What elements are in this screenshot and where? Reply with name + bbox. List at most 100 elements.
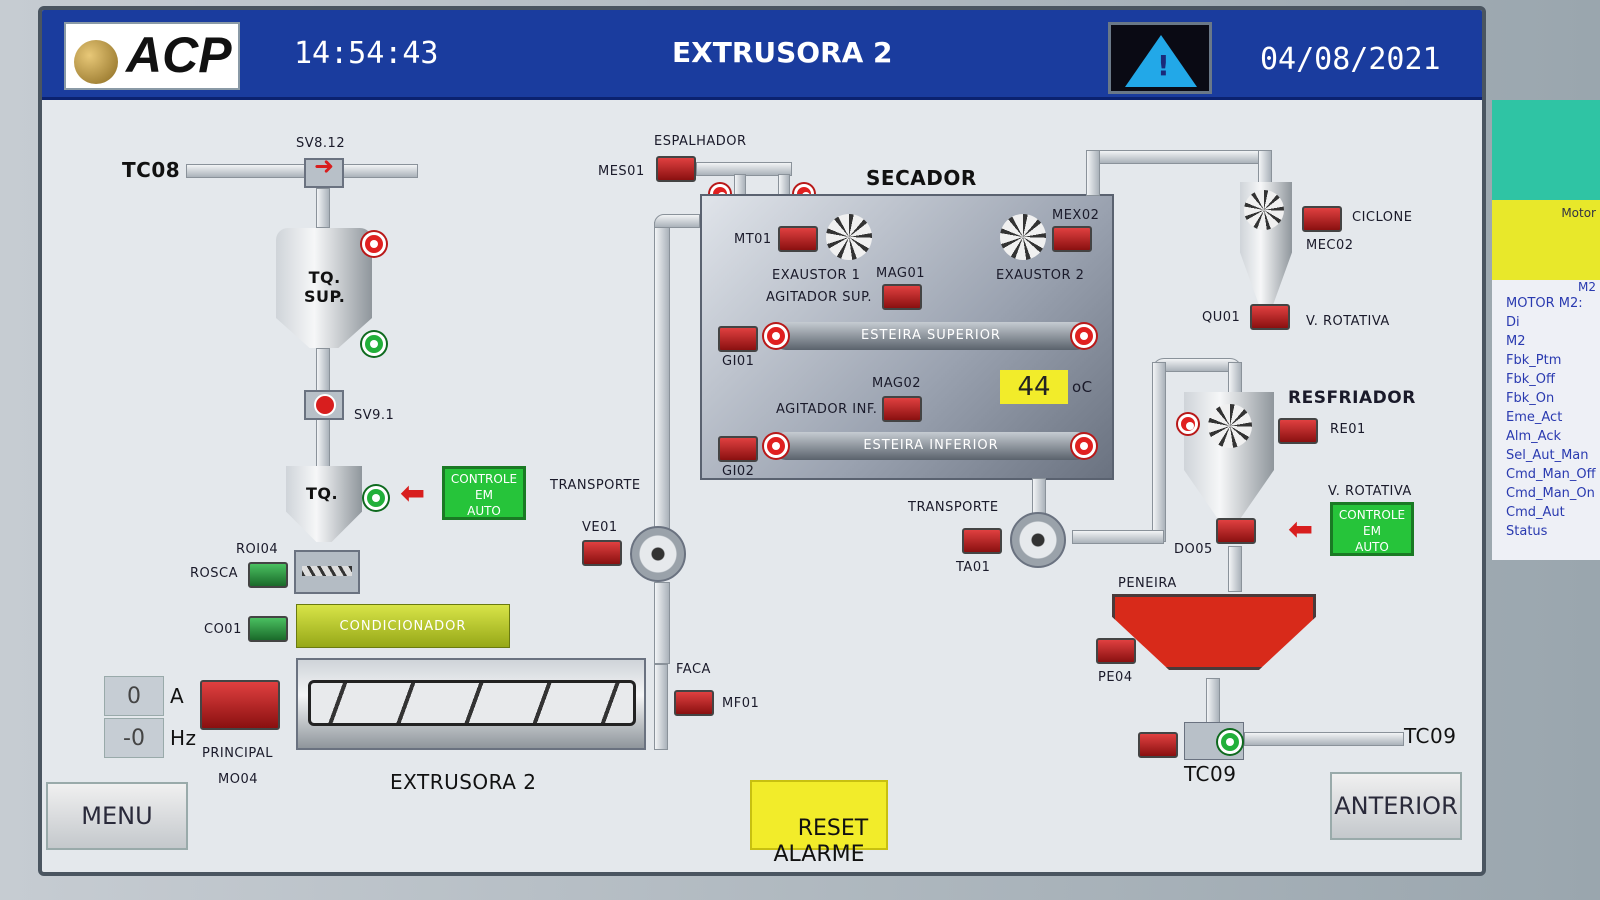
- pe04-label: PE04: [1098, 670, 1133, 685]
- do05-pipe: [1228, 546, 1242, 592]
- mo04-label: MO04: [218, 772, 258, 787]
- transporte2-label: TRANSPORTE: [908, 500, 999, 515]
- mec02-motor[interactable]: [1302, 206, 1342, 232]
- sv91-valve[interactable]: [304, 390, 344, 420]
- transporte-riser: [654, 222, 670, 542]
- do05-label: DO05: [1174, 542, 1213, 557]
- esteira-inferior-right-valve[interactable]: [1072, 434, 1096, 458]
- ciclone-label: CICLONE: [1352, 210, 1413, 225]
- tq-sup-top-valve[interactable]: [362, 232, 386, 256]
- esteira-superior-right-valve[interactable]: [1072, 324, 1096, 348]
- resfriador-valve[interactable]: [1178, 414, 1198, 434]
- tc08-label: TC08: [122, 158, 181, 182]
- side-list-item: M2: [1506, 334, 1526, 349]
- rosca-screw: [294, 550, 360, 594]
- re01-label: RE01: [1330, 422, 1366, 437]
- side-list-item: Fbk_On: [1506, 391, 1555, 406]
- tq-valve[interactable]: [364, 486, 388, 510]
- gi01-motor[interactable]: [718, 326, 758, 352]
- co01-label: CO01: [204, 622, 242, 637]
- extrusora-screw: [308, 680, 636, 726]
- condicionador[interactable]: CONDICIONADOR: [296, 604, 510, 648]
- mag02-motor[interactable]: [882, 396, 922, 422]
- esteira-inferior-left-valve[interactable]: [764, 434, 788, 458]
- mag01-motor[interactable]: [882, 284, 922, 310]
- v-rotativa2-label: V. ROTATIVA: [1328, 484, 1412, 499]
- rosca-label: ROSCA: [190, 566, 238, 581]
- extrusora-body: [296, 658, 646, 750]
- peneira-out-pipe: [1206, 678, 1220, 724]
- alarm-indicator[interactable]: !: [1108, 22, 1212, 94]
- tc09-motor[interactable]: [1138, 732, 1178, 758]
- rosca-motor[interactable]: [248, 562, 288, 588]
- anterior-button[interactable]: ANTERIOR: [1330, 772, 1462, 840]
- do05-arrow-icon: ⬅: [1288, 512, 1314, 547]
- do05-motor[interactable]: [1216, 518, 1256, 544]
- side-list-item: Eme_Act: [1506, 410, 1563, 425]
- mes01-motor[interactable]: [656, 156, 696, 182]
- anterior-button-label: ANTERIOR: [1334, 792, 1458, 820]
- ve01-motor[interactable]: [582, 540, 622, 566]
- co01-motor[interactable]: [248, 616, 288, 642]
- side-list-item: Cmd_Aut: [1506, 505, 1565, 520]
- ta01-blower-icon: [1010, 512, 1066, 568]
- hmi-screen: ACP 14:54:43 EXTRUSORA 2 ! 04/08/2021 TC…: [38, 6, 1486, 876]
- menu-button-label: MENU: [81, 802, 153, 830]
- warning-icon: [1125, 35, 1197, 87]
- tc08-pipe: [186, 164, 418, 178]
- tq-sup-label: TQ. SUP.: [304, 268, 346, 306]
- side-list-item: Cmd_Man_Off: [1506, 467, 1596, 482]
- sv812-valve[interactable]: ➜: [304, 152, 344, 188]
- side-list-item: Cmd_Man_On: [1506, 486, 1595, 501]
- re01-motor[interactable]: [1278, 418, 1318, 444]
- mf01-label: MF01: [722, 696, 760, 711]
- esteira-superior-left-valve[interactable]: [764, 324, 788, 348]
- hz-value: -0: [123, 726, 145, 751]
- motor-box: Motor: [1492, 200, 1600, 280]
- menu-button[interactable]: MENU: [46, 782, 188, 850]
- side-list-item: MOTOR M2: Di: [1506, 296, 1583, 330]
- roi04-label: ROI04: [236, 542, 279, 557]
- tc09-label-right: TC09: [1404, 724, 1457, 748]
- tq-sup-tank: [276, 228, 372, 348]
- reset-alarm-label: RESET ALARME: [773, 816, 869, 867]
- transporte2-pipe: [1072, 530, 1164, 544]
- ta01-motor[interactable]: [962, 528, 1002, 554]
- espalhador-label: ESPALHADOR: [654, 134, 747, 149]
- tc09-valve[interactable]: [1218, 730, 1242, 754]
- tq-tank: [286, 466, 362, 542]
- v-rotativa-label: V. ROTATIVA: [1306, 314, 1390, 329]
- tq-sup-level-valve[interactable]: [362, 332, 386, 356]
- faca-pipe: [654, 664, 668, 750]
- sv91-label: SV9.1: [354, 408, 395, 423]
- amps-display: 0: [104, 676, 164, 716]
- mt01-motor[interactable]: [778, 226, 818, 252]
- esteira-superior[interactable]: ESTEIRA SUPERIOR: [772, 322, 1090, 350]
- condicionador-label: CONDICIONADOR: [339, 619, 467, 634]
- gi02-motor[interactable]: [718, 436, 758, 462]
- principal-motor[interactable]: [200, 680, 280, 730]
- sv91-closed-icon: [314, 394, 336, 416]
- amps-value: 0: [127, 684, 141, 709]
- mf01-motor[interactable]: [674, 690, 714, 716]
- tc09-label-bottom: TC09: [1184, 762, 1237, 786]
- tq-controle-auto[interactable]: CONTROLE EM AUTO: [442, 466, 526, 520]
- logo-balls-icon: [74, 40, 118, 84]
- pe04-motor[interactable]: [1096, 638, 1136, 664]
- principal-label: PRINCIPAL: [202, 746, 273, 761]
- ve01-blower-icon: [630, 526, 686, 582]
- side-list-item: Status: [1506, 524, 1548, 539]
- motor-label: Motor: [1561, 206, 1596, 220]
- resfriador-controle-auto[interactable]: CONTROLE EM AUTO: [1330, 502, 1414, 556]
- esteira-inferior[interactable]: ESTEIRA INFERIOR: [772, 432, 1090, 460]
- peneira[interactable]: [1112, 594, 1316, 670]
- qu01-motor[interactable]: [1250, 304, 1290, 330]
- mex02-motor[interactable]: [1052, 226, 1092, 252]
- side-m2: M2: [1578, 280, 1596, 294]
- reset-alarm-button[interactable]: RESET ALARME: [750, 780, 888, 867]
- ve01-label: VE01: [582, 520, 618, 535]
- qu01-label: QU01: [1202, 310, 1241, 325]
- clock: 14:54:43: [294, 36, 439, 71]
- resfriador-title: RESFRIADOR: [1288, 388, 1416, 408]
